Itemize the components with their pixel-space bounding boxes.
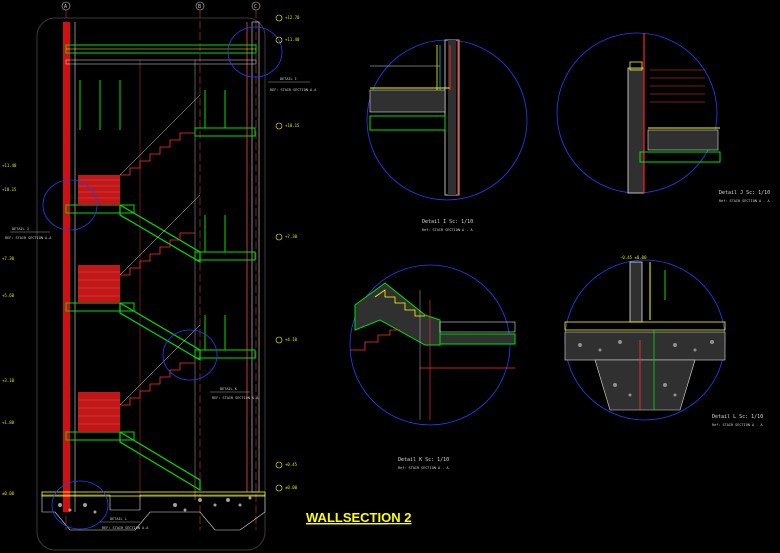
callout-circle-i xyxy=(227,26,283,78)
level-mark-10-15: +10.15 xyxy=(285,123,300,128)
detail-k-title: Detail K Sc: 1/10 xyxy=(398,457,449,463)
foundation xyxy=(41,491,266,531)
stair-flights xyxy=(119,94,201,492)
detail-l-title: Detail L Sc: 1/10 xyxy=(712,414,763,420)
left-level-mark-5: +3.10 xyxy=(2,378,15,383)
grid-bubbles: A B C xyxy=(61,1,261,11)
left-level-mark-4: +5.60 xyxy=(2,293,15,298)
left-level-mark-1: +11.40 xyxy=(2,163,17,168)
left-level-mark-3: +7.30 xyxy=(2,256,15,261)
left-level-mark-7: ±0.00 xyxy=(2,491,15,496)
callout-ref-i: REF: STAIR SECTION A-A xyxy=(270,88,317,92)
detail-j-title: Detail J Sc: 1/10 xyxy=(719,190,770,196)
grid-letter-a: A xyxy=(64,4,67,10)
landing-slab-1 xyxy=(194,127,256,137)
detail-l xyxy=(564,259,726,421)
drawing-title: WALLSECTION 2 xyxy=(306,510,411,525)
stair-flight-1 xyxy=(119,203,201,264)
level-mark-0-45: +0.45 xyxy=(285,462,298,467)
callout-tag-l: DETAIL L xyxy=(110,517,127,521)
level-mark-4-10: +4.10 xyxy=(285,337,298,342)
callout-tag-i: DETAIL I xyxy=(280,77,297,81)
left-level-mark-2: +10.15 xyxy=(2,187,17,192)
callout-ref-j: REF: STAIR SECTION A-A xyxy=(5,236,52,240)
callout-ref-k: REF: STAIR SECTION A-A xyxy=(212,396,259,400)
callout-circle-k xyxy=(162,329,218,381)
floor-slabs xyxy=(65,44,257,441)
stair-flight-3 xyxy=(119,430,201,492)
floor-slab-2 xyxy=(65,302,135,312)
floor-slab-1 xyxy=(65,204,135,214)
callout-circle-l xyxy=(51,480,109,530)
callout-circles xyxy=(42,26,283,530)
detail-k-circle xyxy=(349,264,511,426)
callout-tag-j: DETAIL J xyxy=(12,227,29,231)
level-markers-left: +11.40 +10.15 +7.30 +5.60 +3.10 +1.80 ±0… xyxy=(2,163,17,496)
detail-j xyxy=(556,32,721,194)
section-frame xyxy=(36,17,266,551)
grid-letter-b: B xyxy=(198,4,201,10)
level-mark-0-00: ±0.00 xyxy=(285,485,298,490)
left-level-mark-6: +1.80 xyxy=(2,420,15,425)
detail-i xyxy=(366,39,528,201)
detail-i-ref: Ref: STAIR SECTION A - A xyxy=(422,228,473,232)
callout-labels: DETAIL I REF: STAIR SECTION A-A DETAIL J… xyxy=(5,77,317,530)
grid-letter-c: C xyxy=(254,4,257,10)
detail-l-level: -0.45 ±0.00 xyxy=(620,255,647,260)
left-wall xyxy=(63,22,70,512)
foundation-hatch xyxy=(58,496,252,514)
detail-l-ref: Ref: STAIR SECTION A - A xyxy=(712,423,763,427)
floor-slab-3 xyxy=(65,431,135,441)
stair-steps-2 xyxy=(120,232,195,276)
landing-slab-2 xyxy=(194,251,256,261)
stair-flight-2 xyxy=(119,301,201,362)
handrail-posts xyxy=(79,80,226,350)
callout-circle-j xyxy=(42,179,98,231)
callout-tag-k: DETAIL K xyxy=(220,387,238,391)
level-mark-7-30: +7.30 xyxy=(285,234,298,239)
level-mark-12-70: +12.70 xyxy=(285,15,300,20)
stringer-hatch xyxy=(78,179,120,425)
level-markers-right: +12.70 +11.40 +10.15 +7.30 +4.10 +0.45 ±… xyxy=(275,14,300,492)
detail-i-title: Detail I Sc: 1/10 xyxy=(422,219,473,225)
detail-j-ref: Ref: STAIR SECTION A - A xyxy=(719,199,770,203)
callout-ref-l: REF: STAIR SECTION A-A xyxy=(102,526,149,530)
stair-steps-1 xyxy=(120,132,195,176)
detail-i-circle xyxy=(366,39,528,201)
landing-slab-3 xyxy=(194,349,256,359)
detail-k xyxy=(349,264,516,426)
detail-k-ref: Ref: STAIR SECTION A - A xyxy=(398,466,449,470)
stair-steps-3 xyxy=(120,362,195,406)
level-mark-11-40: +11.40 xyxy=(285,37,300,42)
